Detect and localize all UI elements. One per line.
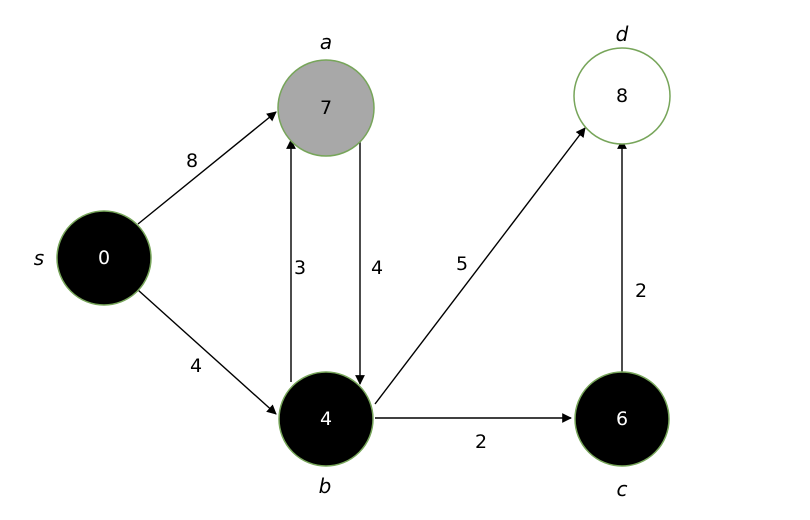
node-c-circle [574,371,670,467]
node-a-value: 7 [320,97,332,119]
edge-label-s-b: 4 [190,355,202,377]
node-a-circle [277,59,375,157]
node-d: 8 d [573,22,671,145]
node-b-name: b [319,474,332,498]
node-c-value: 6 [616,408,628,430]
edge-label-b-c: 2 [475,431,487,453]
node-b: 4 b [278,371,374,498]
edge-s-a [137,111,277,225]
node-a-name: a [320,30,332,54]
node-s: 0 s [34,210,152,306]
node-a: 7 a [277,30,375,157]
node-c-name: c [617,477,628,501]
edge-labels: 8 4 3 4 5 2 2 [186,150,647,453]
node-b-value: 4 [320,408,332,430]
node-s-name: s [34,246,44,270]
edge-label-b-a: 3 [294,257,306,279]
node-s-value: 0 [98,247,110,269]
edge-label-b-d: 5 [456,253,468,275]
node-d-value: 8 [616,85,628,107]
node-d-circle [573,47,671,145]
edge-label-a-b: 4 [371,257,383,279]
edge-label-c-d: 2 [635,280,647,302]
edge-label-s-a: 8 [186,150,198,172]
edges [137,111,627,423]
node-d-name: d [616,22,629,46]
node-b-circle [278,371,374,467]
node-s-circle [56,210,152,306]
edge-b-d [374,127,586,405]
edge-s-b [137,289,277,415]
node-c: 6 c [574,371,670,501]
